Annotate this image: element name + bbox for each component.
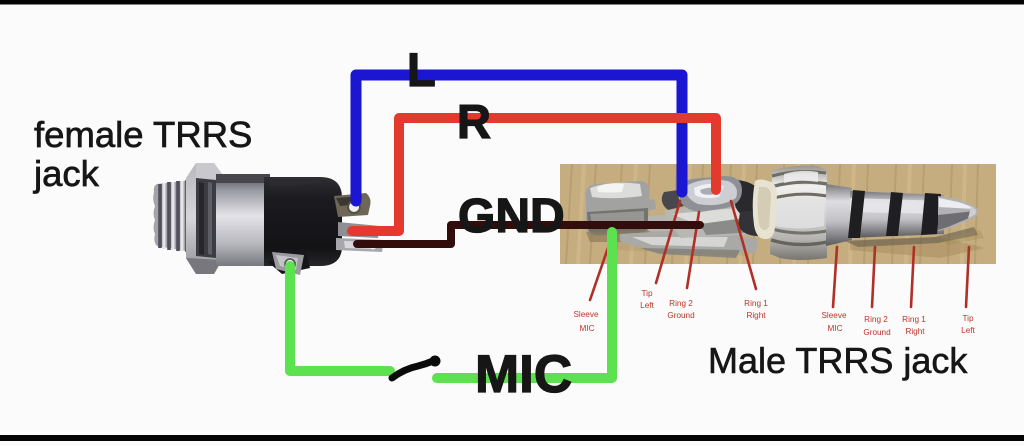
svg-text:L: L xyxy=(407,43,436,96)
svg-text:Ring 2: Ring 2 xyxy=(864,315,888,324)
svg-text:Left: Left xyxy=(961,326,975,335)
svg-text:Left: Left xyxy=(640,301,654,310)
svg-text:female TRRS: female TRRS xyxy=(34,114,252,155)
svg-text:jack: jack xyxy=(33,153,100,194)
svg-text:MIC: MIC xyxy=(579,324,594,333)
svg-text:R: R xyxy=(457,95,491,148)
svg-text:GND: GND xyxy=(458,190,565,243)
svg-text:Tip: Tip xyxy=(962,314,974,323)
svg-text:Sleeve: Sleeve xyxy=(573,310,598,319)
svg-text:Ground: Ground xyxy=(863,328,891,337)
svg-text:Right: Right xyxy=(746,311,766,320)
svg-text:MIC: MIC xyxy=(475,345,572,404)
svg-text:Ring 1: Ring 1 xyxy=(744,299,768,308)
svg-text:Ground: Ground xyxy=(667,311,695,320)
svg-text:MIC: MIC xyxy=(827,324,842,333)
svg-text:Tip: Tip xyxy=(641,289,653,298)
svg-text:Ring 1: Ring 1 xyxy=(902,315,926,324)
svg-text:Ring 2: Ring 2 xyxy=(669,299,693,308)
svg-text:Male TRRS jack: Male TRRS jack xyxy=(708,340,968,381)
svg-text:Sleeve: Sleeve xyxy=(821,311,846,320)
svg-text:Right: Right xyxy=(905,327,925,336)
